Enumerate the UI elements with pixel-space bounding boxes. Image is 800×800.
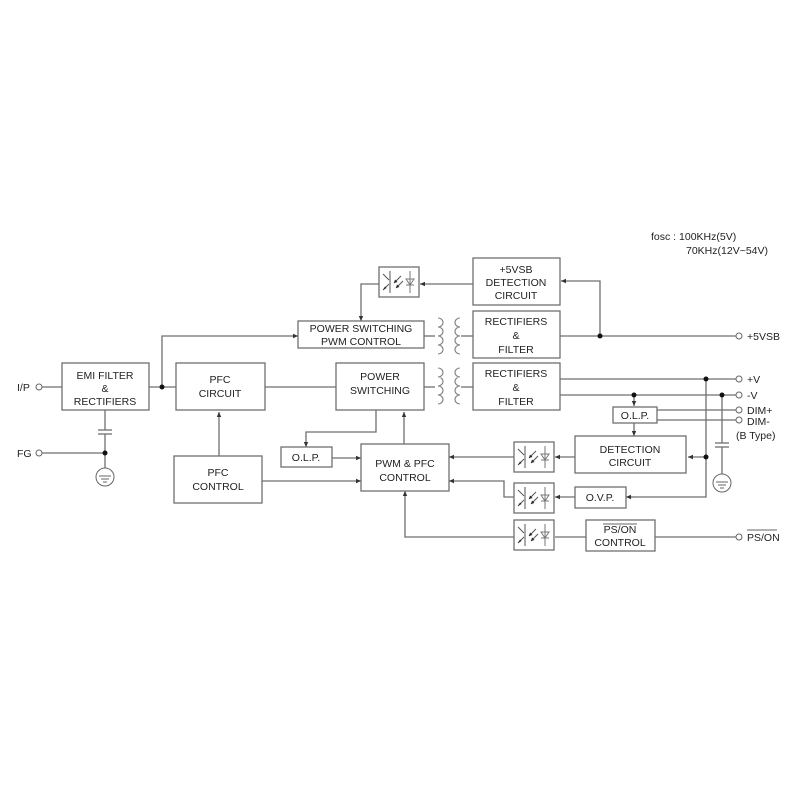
rectifiers-filter-main-block: RECTIFIERS & FILTER — [472, 362, 561, 411]
svg-text:&: & — [512, 382, 519, 394]
svg-text:&: & — [101, 383, 108, 395]
pfc-circuit-block: PFC CIRCUIT — [175, 362, 266, 411]
junction-node — [703, 376, 709, 382]
svg-text:CIRCUIT: CIRCUIT — [495, 290, 538, 302]
terminal-vplus-pin — [735, 375, 743, 383]
terminal-pson-pin — [735, 533, 743, 541]
svg-text:FILTER: FILTER — [498, 344, 534, 356]
terminal-fg-label: FG — [17, 448, 32, 460]
vsb-detection-block: +5VSB DETECTION CIRCUIT — [472, 257, 561, 306]
terminal-5vsb-label: +5VSB — [747, 331, 780, 343]
power-switching-pwm-block: POWER SWITCHING PWM CONTROL — [297, 320, 425, 349]
terminal-dimminus-pin — [735, 416, 743, 424]
pwm-pfc-control-block: PWM & PFC CONTROL — [360, 443, 450, 492]
svg-text:EMI FILTER: EMI FILTER — [77, 370, 134, 382]
transformer-icon — [437, 317, 461, 355]
terminal-dimplus-pin — [735, 406, 743, 414]
ovp-block: O.V.P. — [574, 486, 627, 509]
ground-symbol-icon — [95, 467, 115, 487]
svg-text:O.L.P.: O.L.P. — [621, 410, 649, 422]
junction-node — [703, 454, 709, 460]
junction-node — [597, 333, 603, 339]
svg-text:&: & — [512, 330, 519, 342]
svg-text:DETECTION: DETECTION — [600, 444, 661, 456]
terminal-5vsb-pin — [735, 332, 743, 340]
b-type-label: (B Type) — [736, 430, 776, 442]
svg-text:POWER: POWER — [360, 371, 400, 383]
svg-text:RECTIFIERS: RECTIFIERS — [485, 368, 547, 380]
terminal-vplus-label: +V — [747, 374, 760, 386]
svg-text:PFC: PFC — [210, 374, 231, 386]
svg-text:CIRCUIT: CIRCUIT — [199, 388, 242, 400]
rectifiers-filter-top-block: RECTIFIERS & FILTER — [472, 310, 561, 359]
svg-text:SWITCHING: SWITCHING — [350, 385, 410, 397]
svg-text:RECTIFIERS: RECTIFIERS — [74, 396, 136, 408]
terminal-pson-label: PS/ON — [747, 532, 780, 544]
svg-text:DETECTION: DETECTION — [486, 277, 547, 289]
optocoupler-icon — [513, 482, 555, 514]
svg-text:FILTER: FILTER — [498, 396, 534, 408]
svg-text:PFC: PFC — [208, 467, 229, 479]
svg-text:RECTIFIERS: RECTIFIERS — [485, 316, 547, 328]
terminal-vminus-label: -V — [747, 390, 758, 402]
svg-text:CONTROL: CONTROL — [192, 481, 243, 493]
terminal-ip-label: I/P — [17, 382, 30, 394]
terminal-dimplus-label: DIM+ — [747, 405, 772, 417]
transformer-icon — [437, 367, 461, 405]
svg-text:+5VSB: +5VSB — [500, 264, 533, 276]
junction-node — [102, 450, 108, 456]
optocoupler-icon — [378, 266, 420, 298]
svg-text:PWM CONTROL: PWM CONTROL — [321, 336, 401, 348]
olp-left-block: O.L.P. — [280, 446, 333, 468]
svg-text:O.V.P.: O.V.P. — [586, 492, 615, 504]
fosc-note-line2: 70KHz(12V~54V) — [686, 245, 768, 257]
optocoupler-icon — [513, 441, 555, 473]
terminal-fg-pin — [35, 449, 43, 457]
optocoupler-icon — [513, 519, 555, 551]
svg-text:POWER SWITCHING: POWER SWITCHING — [310, 323, 413, 335]
pson-control-block: PS/ON CONTROL — [585, 519, 656, 552]
emi-filter-block: EMI FILTER & RECTIFIERS — [61, 362, 150, 411]
terminal-ip-pin — [35, 383, 43, 391]
terminal-vminus-pin — [735, 391, 743, 399]
svg-text:CONTROL: CONTROL — [379, 472, 430, 484]
pfc-control-block: PFC CONTROL — [173, 455, 263, 504]
svg-text:PS/ON: PS/ON — [604, 524, 637, 536]
junction-node — [631, 392, 637, 398]
detection-circuit-block: DETECTION CIRCUIT — [574, 435, 687, 474]
power-switching-block: POWER SWITCHING — [335, 362, 425, 411]
junction-node — [159, 384, 165, 390]
ground-symbol-icon — [712, 473, 732, 493]
svg-text:CONTROL: CONTROL — [594, 537, 645, 549]
junction-node — [719, 392, 725, 398]
svg-text:O.L.P.: O.L.P. — [292, 452, 320, 464]
svg-text:CIRCUIT: CIRCUIT — [609, 457, 652, 469]
terminal-dimminus-label: DIM- — [747, 416, 770, 428]
olp-right-block: O.L.P. — [612, 406, 658, 424]
fosc-note-line1: fosc : 100KHz(5V) — [651, 231, 736, 243]
svg-text:PWM & PFC: PWM & PFC — [375, 458, 435, 470]
